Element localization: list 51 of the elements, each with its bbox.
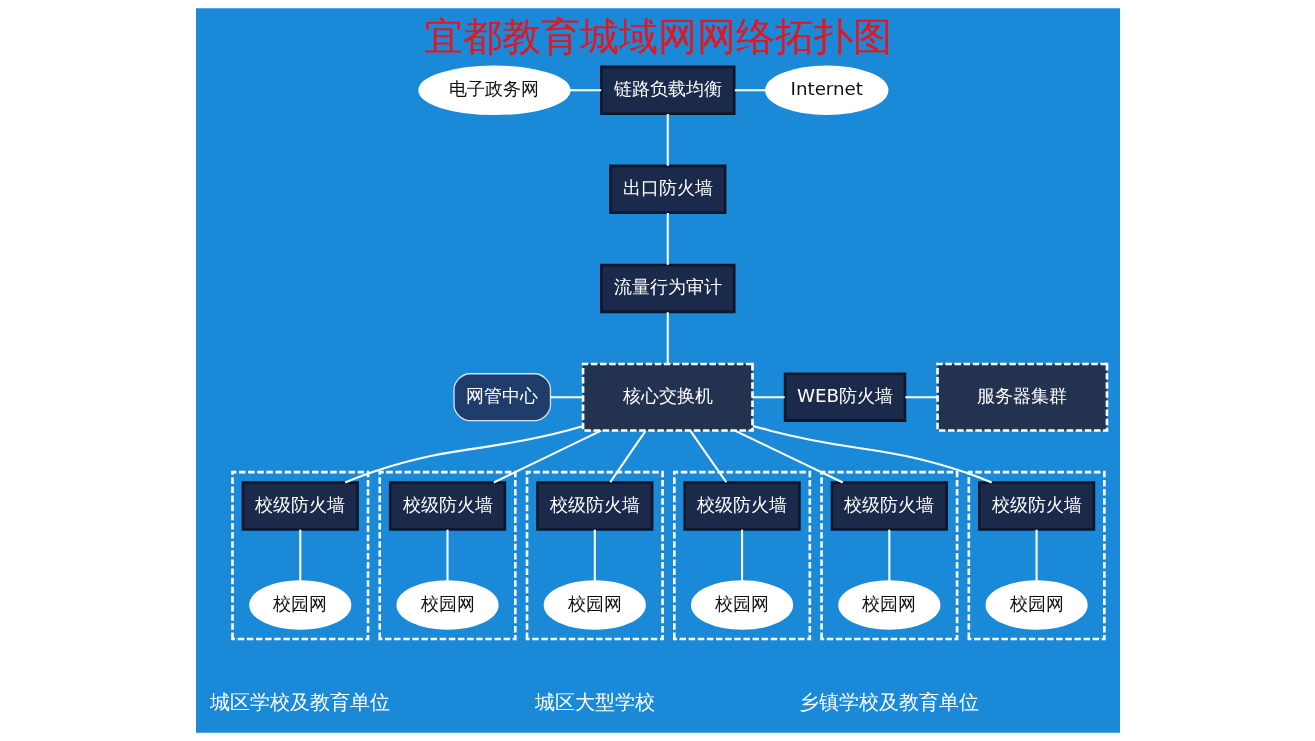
node-ellipse: 电子政务网	[417, 65, 571, 116]
connector	[298, 529, 301, 582]
cluster	[230, 470, 369, 641]
connector	[446, 529, 449, 582]
cluster	[967, 470, 1106, 641]
connector	[593, 529, 596, 582]
connector	[752, 396, 785, 399]
connector	[904, 396, 937, 399]
connector	[734, 89, 766, 92]
node-ellipse: 校园网	[248, 580, 351, 630]
connector	[568, 89, 601, 92]
node-ellipse: Internet	[764, 65, 888, 116]
label: 乡镇学校及教育单位	[798, 690, 979, 714]
node-box: 校级防火墙	[682, 481, 801, 531]
node-ellipse: 校园网	[837, 580, 940, 630]
node-box: 校级防火墙	[977, 481, 1095, 531]
connector	[752, 424, 992, 484]
node-box: 网管中心	[452, 373, 551, 422]
connector	[733, 429, 843, 484]
connector	[666, 213, 669, 265]
node-box: 校级防火墙	[241, 481, 359, 531]
diagram-title: 宜都教育城域网网络拓扑图	[423, 13, 892, 59]
node-box: 流量行为审计	[599, 263, 736, 314]
node-ellipse: 校园网	[690, 580, 793, 630]
cluster	[377, 470, 517, 641]
cluster	[525, 470, 664, 641]
node-ellipse: 校园网	[395, 580, 499, 630]
node-box: 链路负载均衡	[599, 65, 736, 116]
connector	[344, 425, 583, 484]
connector	[666, 113, 669, 166]
node-box: 出口防火墙	[608, 164, 726, 215]
connector	[666, 312, 669, 364]
connector	[887, 529, 890, 582]
node-box: 服务器集群	[935, 362, 1108, 432]
node-box: 校级防火墙	[535, 481, 653, 531]
connector	[740, 529, 743, 582]
cluster	[819, 470, 958, 641]
connector	[492, 429, 602, 484]
label: 城区大型学校	[534, 690, 655, 714]
node-box: 核心交换机	[581, 362, 754, 432]
connector	[689, 430, 727, 483]
node-box: WEB防火墙	[783, 372, 906, 422]
node-box: 校级防火墙	[388, 481, 506, 531]
node-ellipse: 校园网	[985, 580, 1088, 630]
cluster	[672, 470, 811, 641]
connector	[1035, 529, 1038, 582]
node-box: 校级防火墙	[830, 481, 948, 531]
connector	[550, 396, 583, 399]
node-ellipse: 校园网	[543, 580, 646, 630]
connector	[608, 430, 646, 483]
label: 城区学校及教育单位	[209, 690, 390, 714]
